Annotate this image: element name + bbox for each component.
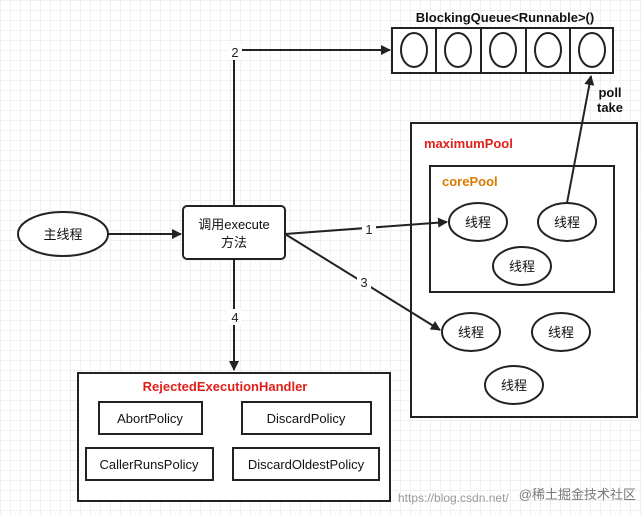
thread-label: 线程: [465, 215, 491, 230]
watermark-url: https://blog.csdn.net/: [398, 491, 509, 505]
edge-label-2: 2: [231, 45, 238, 60]
blocking-queue: [391, 27, 614, 74]
rejected-title: RejectedExecutionHandler: [143, 379, 308, 394]
discard-policy-box: [241, 401, 372, 435]
caller-runs-policy-label: CallerRunsPolicy: [100, 457, 199, 472]
queue-slot: [534, 32, 562, 68]
arrow-poll-take: [566, 75, 595, 204]
take-label: take: [597, 100, 623, 115]
thread-label: 线程: [501, 378, 527, 393]
extra-thread: [441, 312, 501, 352]
execute-line1: 调用execute: [198, 217, 270, 232]
extra-thread: [531, 312, 591, 352]
queue-slot: [578, 32, 606, 68]
thread-label: 线程: [554, 215, 580, 230]
thread-label: 线程: [548, 325, 574, 340]
execute-box: [182, 205, 286, 260]
main-thread-label: 主线程: [43, 227, 82, 242]
execute-line2: 方法: [221, 235, 247, 250]
queue-title: BlockingQueue<Runnable>(): [416, 10, 594, 25]
extra-thread: [484, 365, 544, 405]
queue-slot: [444, 32, 472, 68]
abort-policy-label: AbortPolicy: [117, 411, 183, 426]
discard-policy-label: DiscardPolicy: [267, 411, 346, 426]
thread-label: 线程: [509, 259, 535, 274]
caller-runs-policy-box: [85, 447, 214, 481]
maximum-pool-title: maximumPool: [424, 136, 513, 151]
edge-label-3: 3: [360, 275, 367, 290]
core-thread: [448, 202, 508, 242]
abort-policy-box: [98, 401, 203, 435]
core-pool-title: corePool: [442, 174, 498, 189]
watermark-site: @稀土掘金技术社区: [519, 487, 636, 502]
thread-label: 线程: [458, 325, 484, 340]
arrow-2-to-queue: [233, 45, 391, 206]
core-thread: [492, 246, 552, 286]
edge-label-1: 1: [365, 222, 372, 237]
queue-slot: [489, 32, 517, 68]
poll-label: poll: [598, 85, 621, 100]
edge-label-4: 4: [231, 310, 238, 325]
discard-oldest-policy-box: [232, 447, 380, 481]
discard-oldest-policy-label: DiscardOldestPolicy: [248, 457, 365, 472]
queue-slot: [400, 32, 428, 68]
